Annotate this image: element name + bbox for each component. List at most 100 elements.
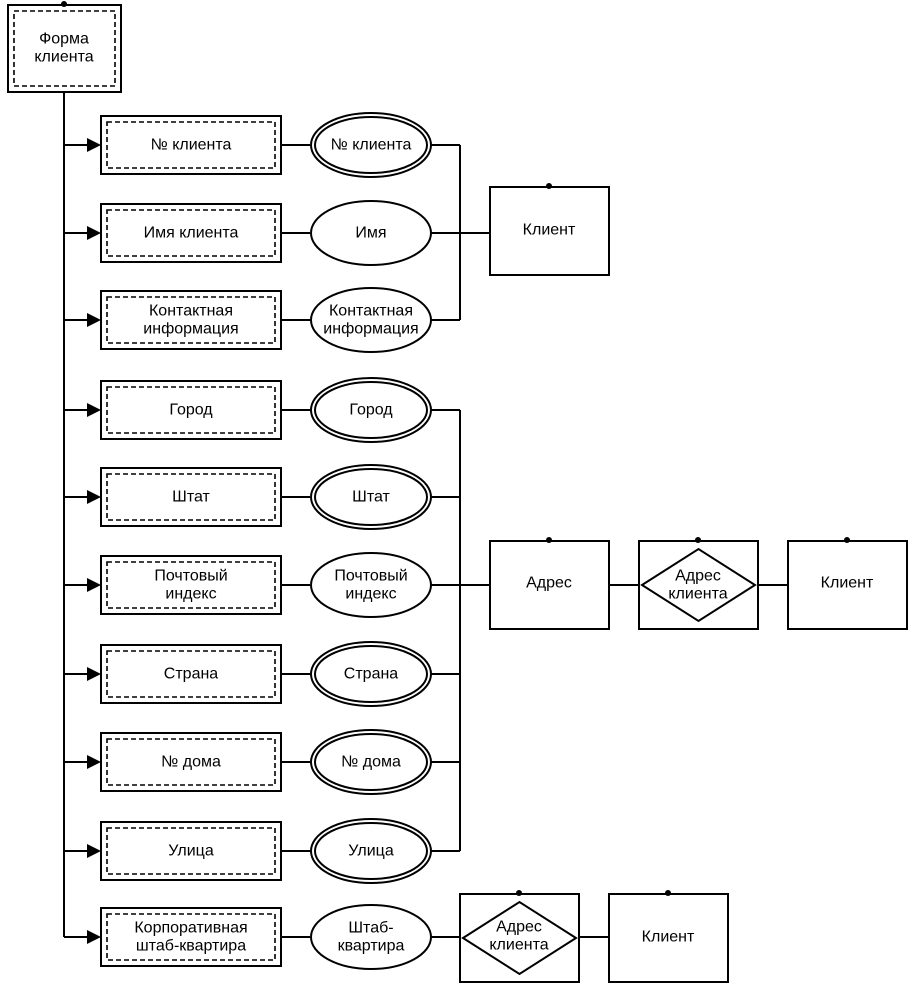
attribute-label-line: Штат: [352, 489, 390, 506]
branch-arrow: [87, 844, 101, 858]
field-box-inner: [106, 561, 276, 609]
attribute-label: Страна: [344, 666, 399, 683]
client-entity-bottom: [608, 893, 729, 983]
address-label: Адрес: [526, 575, 572, 592]
attribute-label: Улица: [348, 843, 394, 860]
field-label-line: Имя клиента: [144, 225, 239, 242]
field-box: [100, 907, 282, 967]
form-box-inner: [13, 10, 116, 87]
hq-rel-label-line: клиента: [489, 937, 548, 954]
field-label: Штат: [172, 489, 210, 506]
attribute-label-line: квартира: [338, 938, 405, 955]
field-label-line: Штат: [172, 489, 210, 506]
field-box: [100, 467, 282, 527]
field-label: Город: [169, 402, 213, 419]
field-label-line: Почтовый: [154, 568, 227, 585]
hq-rel-dot: [516, 890, 522, 896]
attribute-ellipse: [310, 818, 432, 884]
branch-arrow: [87, 667, 101, 681]
form-label-line: Форма: [39, 31, 89, 48]
attribute-label-line: № клиента: [331, 137, 412, 154]
branch-arrow: [87, 226, 101, 240]
field-box-inner: [106, 121, 276, 169]
field-box-inner: [106, 473, 276, 521]
address-relationship-diamond: [640, 547, 757, 623]
field-box-inner: [106, 296, 276, 344]
client-bottom-dot: [665, 890, 671, 896]
field-box-inner: [106, 209, 276, 257]
field-label-line: Контактная: [149, 303, 233, 320]
attribute-ellipse: [310, 552, 432, 618]
attribute-label-line: Имя: [355, 225, 386, 242]
branch-arrow: [87, 138, 101, 152]
field-label-line: № клиента: [151, 137, 232, 154]
attribute-label: Город: [349, 402, 393, 419]
hq-relationship-diamond: [461, 900, 578, 976]
hq-rel-label-line: Адрес: [496, 919, 542, 936]
branch-arrow: [87, 403, 101, 417]
branch-arrow: [87, 755, 101, 769]
field-label-line: Корпоративная: [134, 920, 247, 937]
form-top-dot: [61, 1, 67, 7]
address-rel-dot: [695, 537, 701, 543]
attribute-label: № клиента: [331, 137, 412, 154]
branch-arrow: [87, 313, 101, 327]
field-label: № дома: [161, 754, 221, 771]
attribute-ellipse-inner: [314, 468, 428, 526]
address-rel-label-line: Адрес: [675, 568, 721, 585]
client-mid-label: Клиент: [821, 575, 874, 592]
field-box: [100, 290, 282, 350]
field-box: [100, 380, 282, 440]
form-label-line: клиента: [34, 49, 93, 66]
attribute-ellipse-inner: [314, 381, 428, 439]
attribute-label: Имя: [355, 225, 386, 242]
client-top-dot: [546, 183, 552, 189]
field-label-line: индекс: [165, 586, 216, 603]
address-dot: [546, 537, 552, 543]
address-rel-label-line: клиента: [668, 586, 727, 603]
field-label-line: Город: [169, 402, 213, 419]
attribute-ellipse: [310, 377, 432, 443]
field-box-inner: [106, 386, 276, 434]
attribute-label-line: Штаб-: [348, 920, 393, 937]
field-label-line: информация: [143, 321, 238, 338]
attribute-label-line: Город: [349, 402, 393, 419]
field-box: [100, 115, 282, 175]
attribute-label-line: информация: [323, 321, 418, 338]
attribute-ellipse: [310, 464, 432, 530]
form-box: [7, 4, 122, 93]
attribute-ellipse: [310, 200, 432, 266]
field-label: Страна: [164, 666, 219, 683]
attribute-label: Штат: [352, 489, 390, 506]
attribute-label-line: Страна: [344, 666, 399, 683]
attribute-ellipse-inner: [314, 822, 428, 880]
field-box-inner: [106, 913, 276, 961]
field-box-inner: [106, 827, 276, 875]
field-label-line: Улица: [168, 843, 214, 860]
attribute-label-line: Почтовый: [334, 568, 407, 585]
client-entity-top: [489, 186, 610, 276]
attribute-label-line: № дома: [341, 754, 401, 771]
address-entity: [489, 540, 610, 630]
field-box: [100, 732, 282, 792]
field-box: [100, 203, 282, 263]
attribute-ellipse: [310, 729, 432, 795]
attribute-ellipse-inner: [314, 645, 428, 703]
field-label: № клиента: [151, 137, 232, 154]
field-box-inner: [106, 650, 276, 698]
branch-arrow: [87, 930, 101, 944]
field-box: [100, 555, 282, 615]
client-bottom-label: Клиент: [642, 929, 695, 946]
field-box-inner: [106, 738, 276, 786]
field-label: Улица: [168, 843, 214, 860]
branch-arrow: [87, 578, 101, 592]
attribute-label: № дома: [341, 754, 401, 771]
client-mid-dot: [844, 537, 850, 543]
